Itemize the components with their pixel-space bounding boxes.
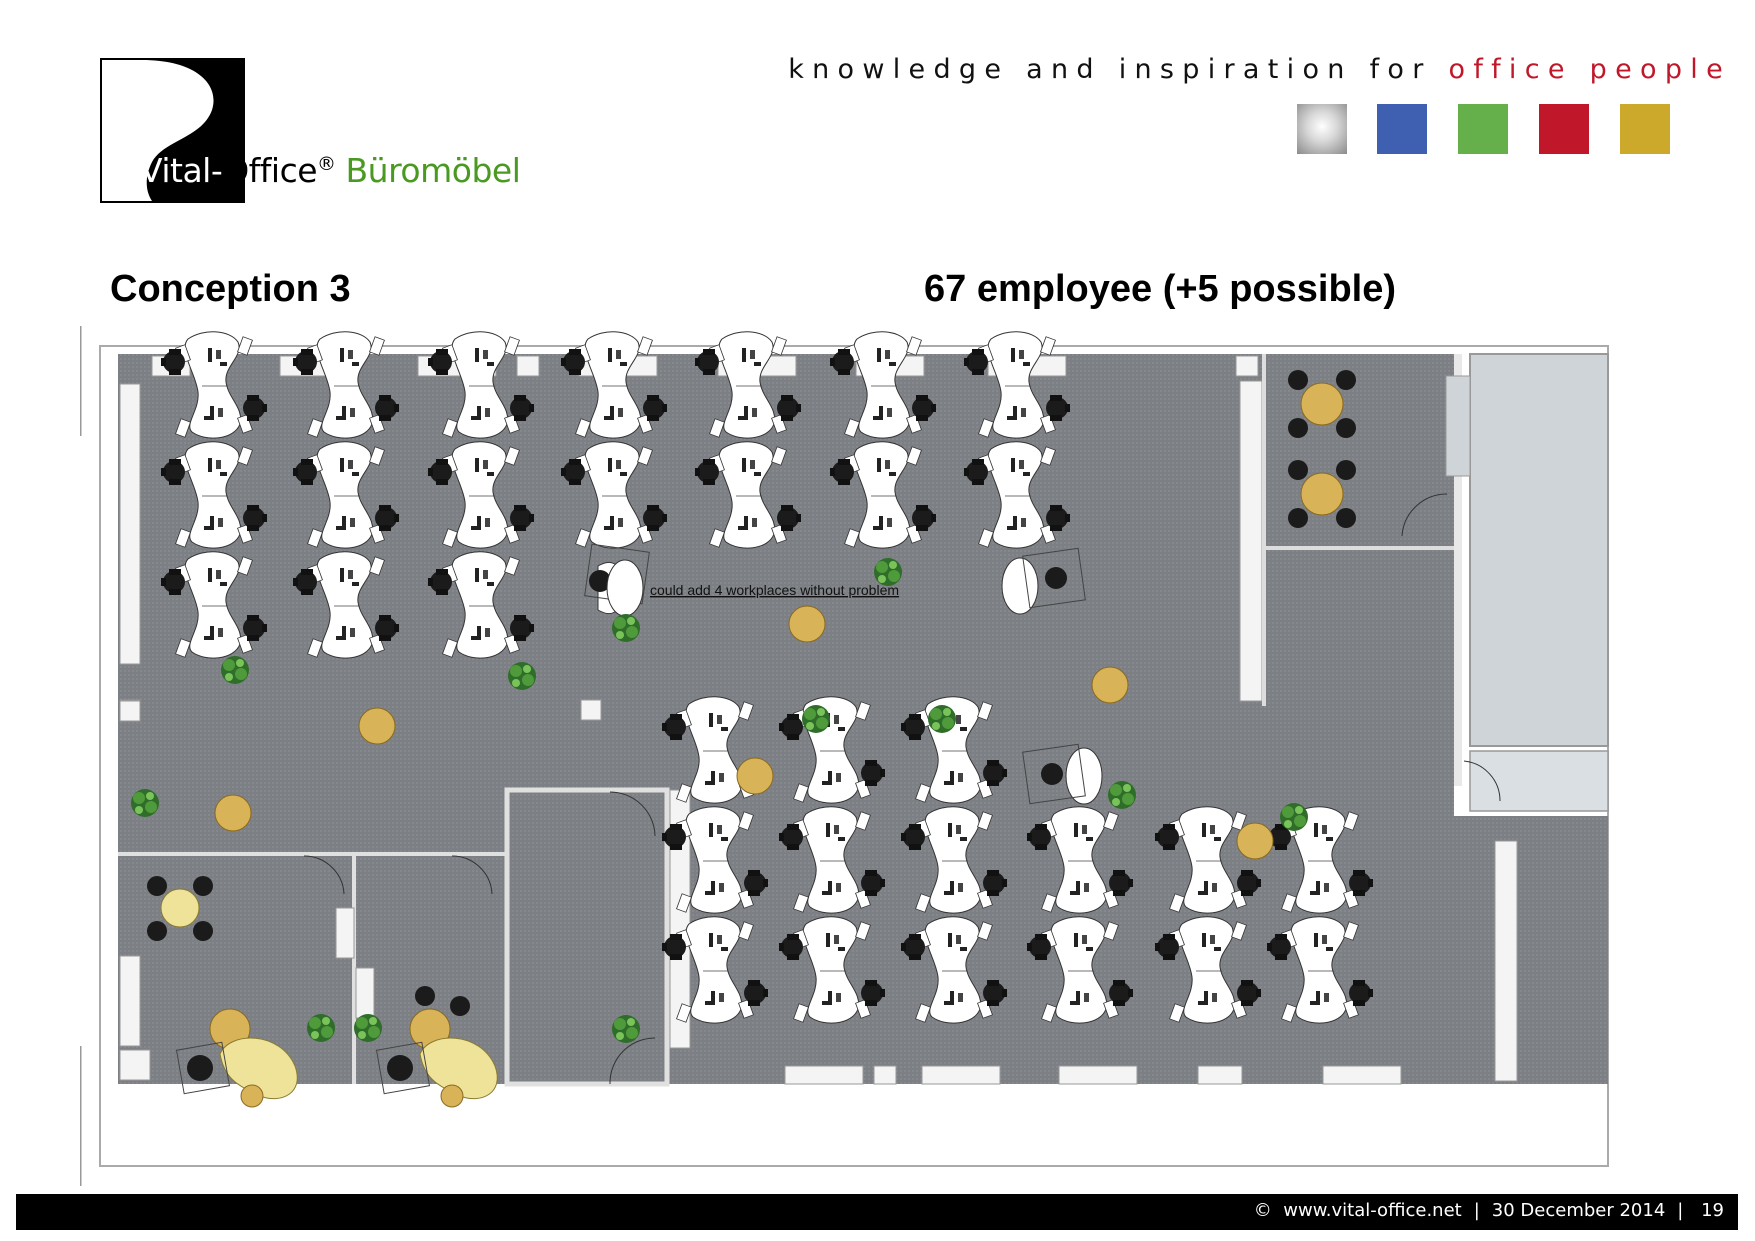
copyright-symbol: ©: [1253, 1200, 1272, 1221]
swatch-silver: [1297, 104, 1347, 154]
swatch-blue: [1377, 104, 1427, 154]
footer-text: © www.vital-office.net|30 December 2014|…: [1253, 1200, 1724, 1221]
footer-bar: © www.vital-office.net|30 December 2014|…: [16, 1194, 1738, 1230]
page-number: 19: [1701, 1200, 1724, 1221]
registered-mark: ®: [317, 153, 336, 175]
tagline: knowledge and inspiration for office peo…: [788, 54, 1731, 85]
vital-office-logo: Vital-Office® Büromöbel: [100, 58, 570, 203]
swatch-red: [1539, 104, 1589, 154]
logo-mark-icon: [100, 58, 245, 203]
swatch-green: [1458, 104, 1508, 154]
brand-suffix: Büromöbel: [345, 151, 521, 190]
footer-website[interactable]: www.vital-office.net: [1283, 1200, 1462, 1221]
brand-part2: Office: [223, 151, 318, 190]
tagline-text: knowledge and inspiration for: [788, 54, 1432, 85]
annotation-note: could add 4 workplaces without problem: [650, 582, 899, 598]
employee-count-title: 67 employee (+5 possible): [924, 268, 1397, 310]
footer-date: 30 December 2014: [1491, 1200, 1666, 1221]
page-title: Conception 3: [110, 268, 351, 310]
tagline-highlight: office people: [1448, 54, 1731, 85]
brand-part1: Vital-: [140, 151, 224, 190]
floor-plan: could add 4 workplaces without problem: [80, 326, 1628, 1186]
swatch-gold: [1620, 104, 1670, 154]
brand-name: Vital-Office® Büromöbel: [140, 151, 521, 190]
